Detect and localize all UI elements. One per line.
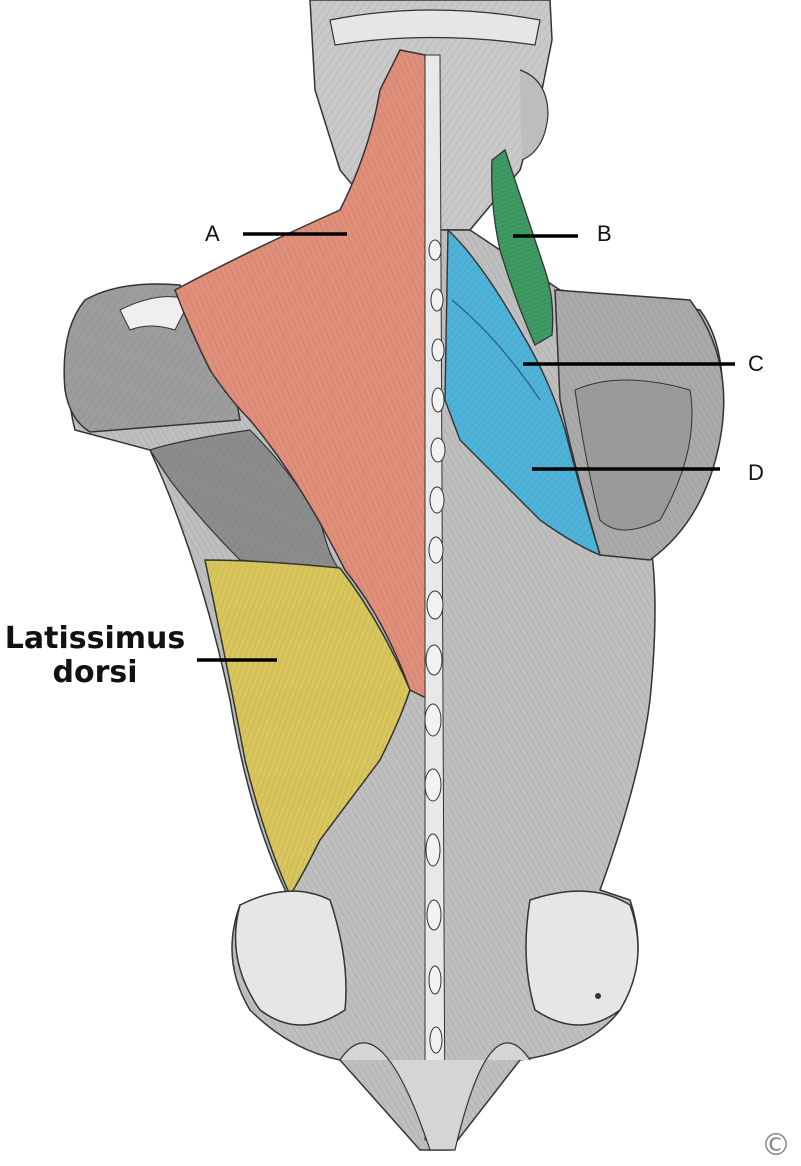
copyright-icon: ©	[761, 1128, 791, 1163]
leader-lines	[197, 232, 735, 662]
label-b: B	[597, 221, 612, 246]
label-latissimus-dorsi: Latissimus dorsi	[4, 621, 186, 690]
rhomboid-muscles	[444, 228, 602, 557]
trapezius-muscle	[174, 49, 431, 702]
label-d: D	[748, 460, 764, 485]
pelvis	[234, 890, 639, 1151]
latissimus-dorsi-muscle	[204, 559, 411, 897]
label-c: C	[748, 351, 764, 376]
levator-scapulae-muscle	[491, 148, 554, 346]
spinal-column	[424, 54, 446, 1141]
label-a: A	[205, 221, 220, 246]
